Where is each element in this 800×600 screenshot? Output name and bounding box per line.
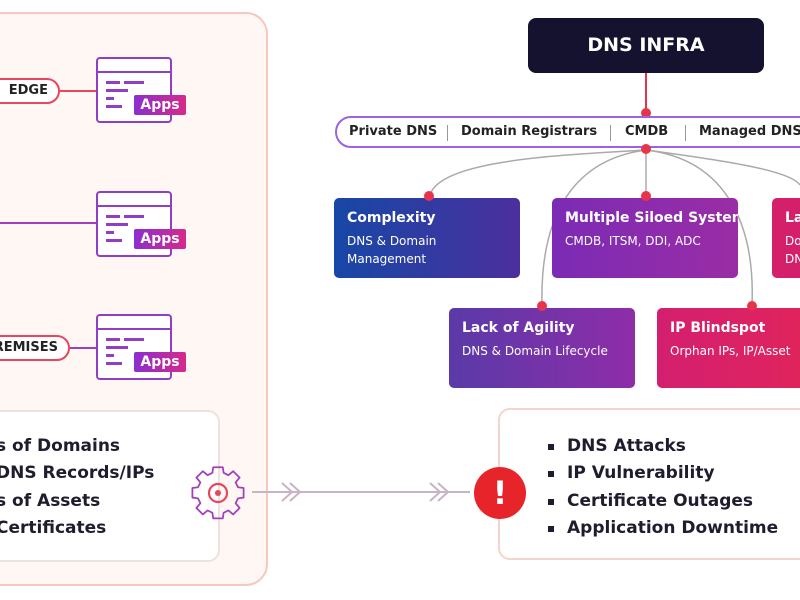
card-title: Lack of Agility	[462, 320, 575, 336]
environment-pill-edge: EDGE	[0, 78, 60, 104]
connector-dot	[747, 301, 757, 311]
connector-dot	[641, 191, 651, 201]
connector-line	[0, 222, 96, 224]
category-private-dns: Private DNS	[349, 124, 438, 139]
separator	[685, 125, 686, 141]
challenge-card-agility: Lack of Agility DNS & Domain Lifecycle	[449, 308, 635, 388]
apps-badge: Apps	[134, 95, 186, 115]
category-cmdb: CMDB	[625, 124, 669, 139]
separator	[447, 125, 448, 141]
app-window-icon: Apps	[96, 57, 186, 123]
card-subtitle: DNS & Domain Lifecycle	[462, 344, 608, 358]
environment-pill-premises: PREMISES	[0, 335, 70, 361]
card-subtitle: DNS & Domain Management	[347, 234, 437, 266]
stat-domains: s of Domains	[0, 436, 121, 456]
chevron-right-icon	[437, 482, 450, 502]
connector-line	[60, 90, 96, 92]
challenge-card-cutoff: La Do DN	[772, 198, 800, 278]
separator	[610, 125, 611, 141]
connector-dot	[641, 108, 651, 118]
connector-dot	[537, 301, 547, 311]
stat-records: DNS Records/IPs	[0, 463, 155, 483]
apps-badge: Apps	[134, 352, 186, 372]
stat-assets: s of Assets	[0, 491, 101, 511]
chevron-right-icon	[281, 482, 294, 502]
stat-certificates: Certificates	[0, 518, 107, 538]
risk-item: Application Downtime	[548, 518, 778, 538]
connector-dot	[641, 144, 651, 154]
connector-line	[70, 347, 96, 349]
chevron-right-icon	[289, 482, 302, 502]
connector-dot	[424, 191, 434, 201]
flow-arrow	[191, 466, 470, 520]
challenge-card-siloed: Multiple Siloed System CMDB, ITSM, DDI, …	[552, 198, 738, 278]
risk-item: IP Vulnerability	[548, 463, 715, 483]
chevron-right-icon	[429, 482, 442, 502]
card-title: IP Blindspot	[670, 320, 766, 336]
stats-box	[0, 410, 220, 562]
infra-category-bar: Private DNS Domain Registrars CMDB Manag…	[335, 116, 800, 148]
category-domain-registrars: Domain Registrars	[461, 124, 598, 139]
app-window-icon: Apps	[96, 314, 186, 380]
app-window-icon: Apps	[96, 191, 186, 257]
card-subtitle: Do DN	[785, 234, 800, 266]
risk-item: DNS Attacks	[548, 436, 686, 456]
card-title: Complexity	[347, 210, 436, 226]
infra-connectors	[429, 72, 800, 306]
dns-infra-header: DNS INFRA	[528, 18, 764, 73]
card-title: La	[785, 210, 800, 226]
card-title: Multiple Siloed System	[565, 210, 738, 226]
gear-icon	[191, 466, 245, 520]
risk-item: Certificate Outages	[548, 491, 753, 511]
alert-icon: !	[474, 467, 526, 519]
card-subtitle: CMDB, ITSM, DDI, ADC	[565, 234, 701, 248]
risks-box	[498, 408, 800, 560]
category-managed-dns: Managed DNS	[699, 124, 800, 139]
card-subtitle: Orphan IPs, IP/Asset	[670, 344, 791, 358]
challenge-card-complexity: Complexity DNS & Domain Management	[334, 198, 520, 278]
apps-badge: Apps	[134, 229, 186, 249]
challenge-card-ip-blindspot: IP Blindspot Orphan IPs, IP/Asset	[657, 308, 800, 388]
